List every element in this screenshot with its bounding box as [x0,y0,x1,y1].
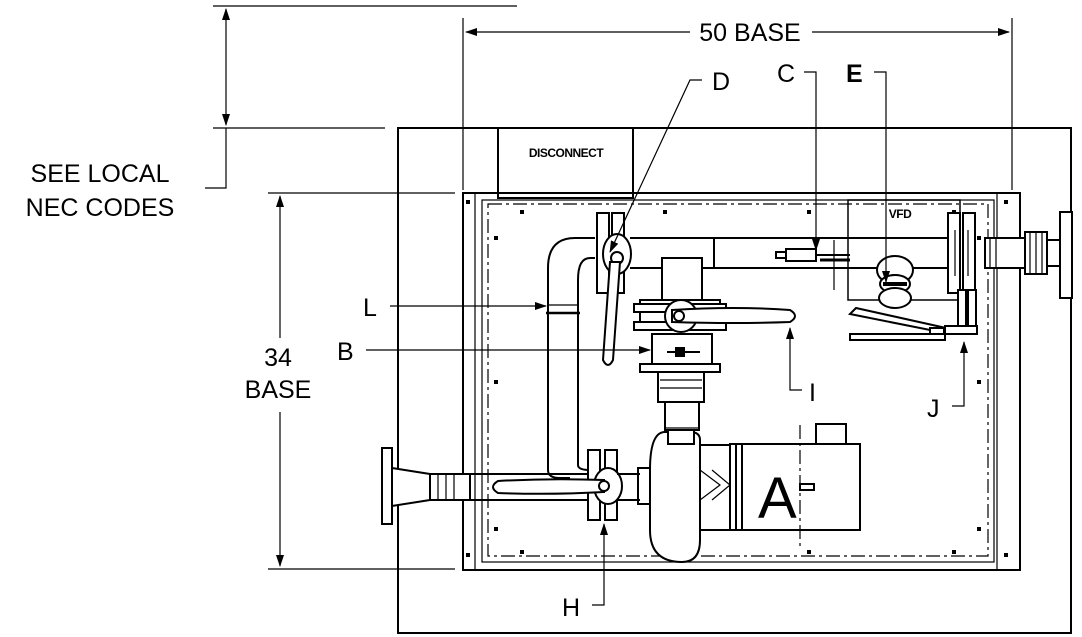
callout-h: H [562,523,608,622]
clearance-note-line2: NEC CODES [26,194,175,222]
callout-h-label: H [562,594,580,622]
suction-piping [381,447,640,525]
pump [637,429,731,564]
motor-label: A [758,466,797,531]
disconnect-label: DISCONNECT [529,146,605,160]
callout-j-label: J [927,395,940,423]
enclosure-outline [397,127,1072,634]
height-dimension: 34 BASE [245,192,455,570]
callout-i-label: I [809,379,816,407]
callout-e: E [846,60,890,283]
height-dimension-label-line2: BASE [245,376,312,404]
bypass-pipe [546,237,596,479]
central-pipe [633,257,727,431]
callout-b-label: B [337,338,354,366]
clearance-dimension: SEE LOCAL NEC CODES [26,5,517,222]
callout-l-label: L [363,294,377,322]
clearance-note-line1: SEE LOCAL [31,160,170,188]
base-frame [462,192,1021,571]
width-dimension: 50 BASE [462,18,1013,190]
height-dimension-label-line1: 34 [264,344,292,372]
callout-d-label: D [712,68,730,96]
callout-c-label: C [777,60,795,88]
callout-l: L [363,294,547,322]
flowmeter-e [876,255,914,309]
valve-i [664,299,796,333]
motor: A [729,423,861,548]
callout-d: D [609,68,730,253]
callout-e-label: E [846,60,863,88]
disconnect-box: DISCONNECT [497,127,634,199]
drain-valve-j [847,289,978,341]
callout-j: J [927,341,968,423]
callout-c: C [777,60,820,251]
valve-d [596,212,632,366]
callout-i: I [786,327,816,407]
callout-b: B [337,338,651,366]
gauge-c [775,240,850,290]
width-dimension-label: 50 BASE [699,19,800,47]
vfd-label: VFD [889,207,912,221]
